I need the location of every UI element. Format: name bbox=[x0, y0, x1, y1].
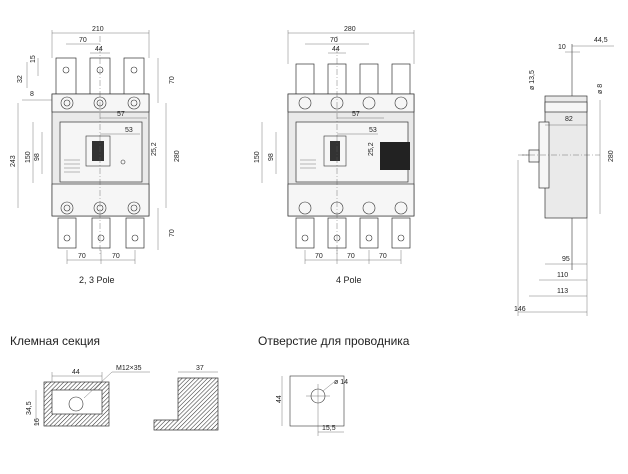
dim-70-bottom-a: 70 bbox=[78, 253, 86, 260]
dim-53: 53 bbox=[125, 127, 133, 134]
dim-280: 280 bbox=[174, 150, 181, 162]
dim-8: 8 bbox=[30, 91, 34, 98]
dim-44-5: 44,5 bbox=[594, 37, 608, 44]
dim-terminal-37: 37 bbox=[196, 365, 204, 372]
dim-70-right-bottom: 70 bbox=[169, 229, 176, 237]
dim-113: 113 bbox=[557, 288, 568, 295]
dim-57: 57 bbox=[117, 111, 125, 118]
terminal-section-drawing: 44 M12×35 34,5 16 37 bbox=[26, 365, 219, 431]
dim-70-top: 70 bbox=[79, 37, 87, 44]
terminal-screws-top bbox=[60, 96, 141, 110]
bottom-terminal-bars bbox=[57, 217, 145, 249]
dim-hole-15-5: 15,5 bbox=[322, 425, 336, 432]
dim-terminal-m12: M12×35 bbox=[116, 365, 142, 372]
dim-82: 82 bbox=[565, 116, 573, 123]
caption-3pole: 2, 3 Pole bbox=[79, 275, 115, 285]
dim-70-right-top: 70 bbox=[169, 76, 176, 84]
dim-25-2: 25,2 bbox=[151, 142, 158, 156]
dim-10: 10 bbox=[558, 44, 566, 51]
heading-terminal-section: Клемная секция bbox=[10, 334, 100, 348]
dim-95: 95 bbox=[562, 256, 570, 263]
dim-hole-44: 44 bbox=[276, 395, 283, 403]
dim-44-4p: 44 bbox=[332, 46, 340, 53]
dim-53-4p: 53 bbox=[369, 127, 377, 134]
dim-70-bottom-a-4p: 70 bbox=[315, 253, 323, 260]
breaker-side-view: 10 44,5 ø 13,5 ø 8 82 280 95 110 113 146 bbox=[514, 37, 615, 316]
dim-280-side: 280 bbox=[608, 150, 615, 162]
dim-70-bottom-b-4p: 70 bbox=[347, 253, 355, 260]
breaker-3pole-front: 210 70 44 15 32 8 70 57 53 25,2 243 150 … bbox=[10, 26, 181, 285]
conductor-hole-drawing: ø 14 44 15,5 bbox=[276, 375, 348, 436]
top-terminal-bars-4p bbox=[295, 63, 411, 101]
caption-4pole: 4 Pole bbox=[336, 275, 362, 285]
dim-hole-dia-14: ø 14 bbox=[334, 379, 348, 386]
bottom-terminal-bars-4p bbox=[295, 217, 411, 249]
dim-15: 15 bbox=[30, 55, 37, 63]
dim-terminal-34-5: 34,5 bbox=[26, 401, 33, 415]
top-terminal-bars bbox=[55, 57, 145, 101]
dim-150-4p: 150 bbox=[254, 151, 261, 163]
dim-32: 32 bbox=[17, 75, 24, 83]
dim-44: 44 bbox=[95, 46, 103, 53]
dim-110: 110 bbox=[557, 272, 568, 279]
breaker-4pole-front: 280 70 44 57 53 25,2 150 98 70 70 70 4 P… bbox=[254, 26, 415, 285]
dim-243: 243 bbox=[10, 155, 17, 167]
dim-57-4p: 57 bbox=[352, 111, 360, 118]
dim-70-bottom-b: 70 bbox=[112, 253, 120, 260]
dim-150: 150 bbox=[25, 151, 32, 163]
dim-70-top-4p: 70 bbox=[330, 37, 338, 44]
heading-conductor-hole: Отверстие для проводника bbox=[258, 334, 410, 348]
dim-25-2-4p: 25,2 bbox=[368, 142, 375, 156]
dim-dia-8: ø 8 bbox=[597, 84, 604, 94]
dim-98: 98 bbox=[34, 153, 41, 161]
dim-terminal-44: 44 bbox=[72, 369, 80, 376]
dim-70-bottom-c-4p: 70 bbox=[379, 253, 387, 260]
dim-146: 146 bbox=[514, 306, 526, 313]
dim-98-4p: 98 bbox=[268, 153, 275, 161]
dim-dia-13-5: ø 13,5 bbox=[529, 70, 536, 90]
dim-210: 210 bbox=[92, 26, 104, 33]
dim-280-4p: 280 bbox=[344, 26, 356, 33]
dim-terminal-16: 16 bbox=[34, 418, 41, 426]
